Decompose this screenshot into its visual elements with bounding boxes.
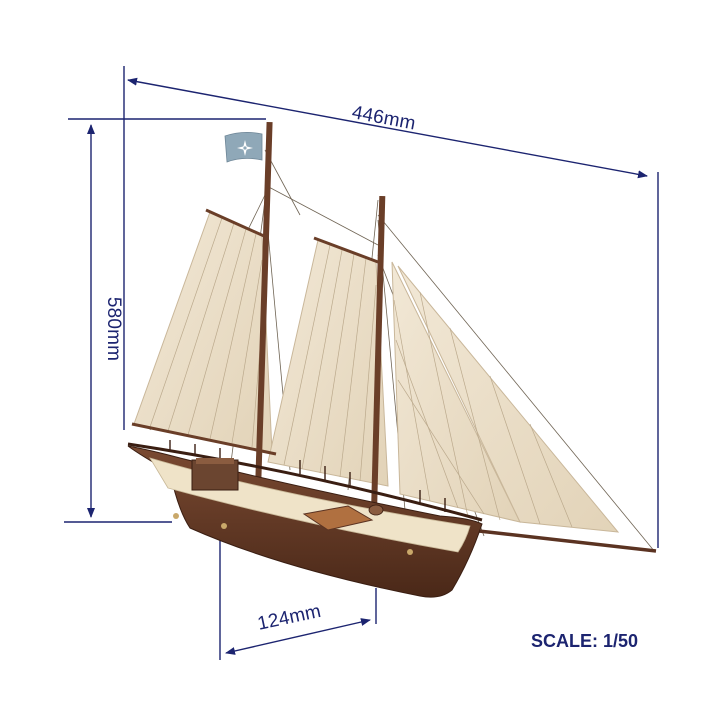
staysail [391, 261, 521, 523]
beam-dimension-arrow [225, 618, 371, 655]
barrel [368, 504, 384, 516]
aft-mast [254, 121, 273, 507]
ship-model [127, 121, 657, 598]
aft-gaff [205, 208, 265, 238]
compass-rose-icon [237, 140, 253, 156]
scale-label: SCALE: 1/50 [531, 631, 639, 651]
dimension-lines [64, 66, 659, 660]
masts [131, 121, 657, 553]
aft-gaff-sail [133, 211, 273, 453]
boom [131, 422, 277, 456]
fore-gaff-sail [267, 239, 389, 487]
length-dimension-arrow [127, 77, 648, 179]
hull [127, 440, 483, 598]
flag [224, 132, 263, 163]
height-dimension-label: 580mm [103, 296, 124, 362]
deck-hatch [302, 505, 374, 531]
deck-cabin [191, 459, 239, 491]
fore-gaff [313, 236, 379, 264]
bowsprit [469, 528, 657, 553]
jib-sail [397, 265, 620, 533]
fore-mast [370, 195, 386, 527]
